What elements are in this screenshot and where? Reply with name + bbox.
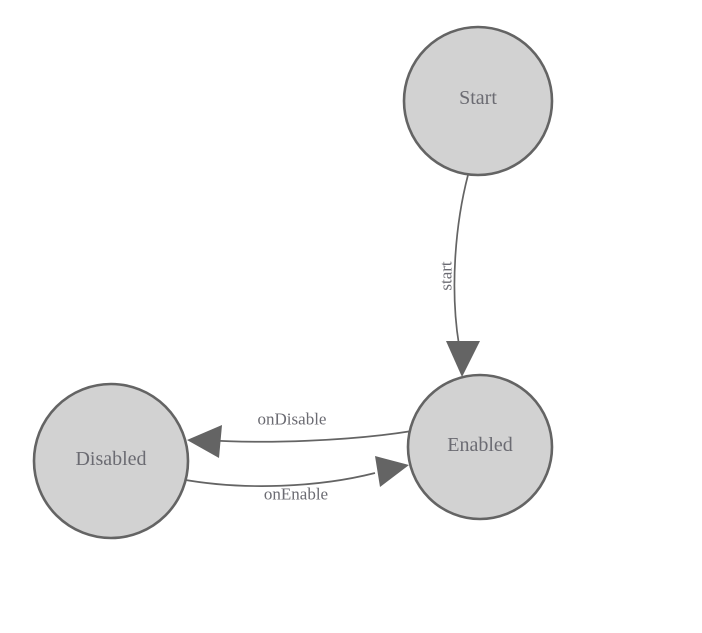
transition-label-start: start: [437, 261, 456, 291]
state-node-disabled[interactable]: Disabled: [32, 382, 190, 540]
state-node-circle-enabled: [406, 373, 554, 521]
arrowhead-icon-start-to-enabled: [446, 341, 480, 377]
state-node-label-disabled: Disabled: [75, 448, 146, 470]
transition-enabled-to-disabled[interactable]: onDisable: [187, 410, 413, 459]
transition-path-disabled-to-enabled: [179, 472, 376, 487]
transition-label-ondisable: onDisable: [258, 410, 327, 429]
state-node-label-enabled: Enabled: [447, 434, 513, 456]
state-node-enabled[interactable]: Enabled: [406, 373, 554, 521]
transition-path-start-to-enabled: [453, 174, 469, 346]
state-node-circle-start: [402, 25, 554, 177]
transition-path-enabled-to-disabled: [204, 430, 413, 443]
state-node-start[interactable]: Start: [402, 25, 554, 177]
state-node-circle-disabled: [32, 382, 190, 540]
transition-start-to-enabled[interactable]: start: [437, 174, 481, 377]
arrowhead-icon-enabled-to-disabled: [187, 425, 222, 458]
arrowhead-icon-disabled-to-enabled: [375, 456, 409, 487]
state-node-label-start: Start: [459, 87, 497, 109]
transition-label-onenable: onEnable: [264, 485, 328, 504]
transition-disabled-to-enabled[interactable]: onEnable: [179, 456, 409, 504]
